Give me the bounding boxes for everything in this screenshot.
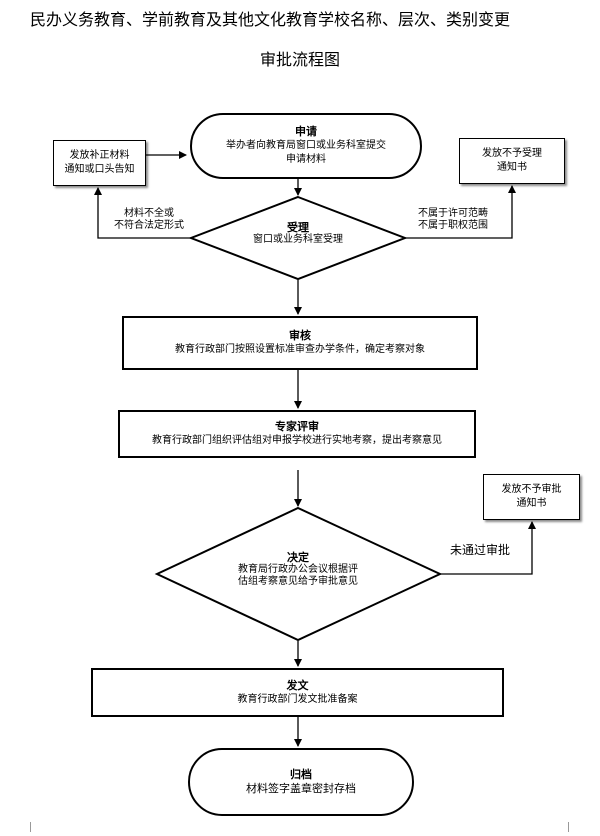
decision-text-line1: 教育局行政办公会议根据评 xyxy=(238,564,358,575)
apply-text: 举办者向教育局窗口或业务科室提交申请材料 xyxy=(226,140,386,165)
document-title-line2: 审批流程图 xyxy=(259,50,340,69)
accept-diamond xyxy=(188,195,408,281)
not-approved-edge-label: 未通过审批 xyxy=(449,543,510,557)
supplement-line2: 通知或口头告知 xyxy=(64,164,135,175)
archive-text: 材料签字盖章密封存档 xyxy=(246,782,356,795)
issue-title: 发文 xyxy=(286,678,309,692)
issue-text: 教育行政部门发文批准备案 xyxy=(237,693,358,705)
decision-text-line2: 估组考察意见给予审批意见 xyxy=(238,576,358,587)
arrow-accept-to-supplement xyxy=(94,187,191,239)
incomplete-line1: 材料不全或 xyxy=(124,208,174,219)
review-title: 审核 xyxy=(289,329,311,342)
not-approved-notice-box: 发放不予审批 通知书 xyxy=(483,474,580,520)
review-node: 审核 教育行政部门按照设置标准审查办学条件，确定考察对象 xyxy=(122,316,478,370)
arrow-decision-to-not-approved xyxy=(440,521,536,575)
archive-title: 归档 xyxy=(290,768,312,781)
supplement-line1: 发放补正材料 xyxy=(69,150,130,161)
archive-node: 归档 材料签字盖章密封存档 xyxy=(188,748,414,816)
not-accepted-notice-box: 发放不予受理 通知书 xyxy=(459,138,565,184)
not-accepted-line2: 通知书 xyxy=(497,162,527,173)
supplement-notice-box: 发放补正材料 通知或口头告知 xyxy=(53,140,146,186)
expert-title: 专家评审 xyxy=(275,420,319,433)
arrow-accept-to-not-accepted xyxy=(405,185,516,239)
decision-diamond xyxy=(154,506,443,642)
not-approved-line2: 通知书 xyxy=(516,498,547,509)
expert-review-node: 专家评审 教育行政部门组织评估组对申报学校进行实地考察，提出考察意见 xyxy=(118,410,476,458)
decision-title: 决定 xyxy=(287,551,309,564)
accept-label: 受理 窗口或业务科室受理 xyxy=(228,222,368,246)
page-corner-mark-right xyxy=(568,822,579,832)
issue-node: 发文 教育行政部门发文批准备案 xyxy=(91,668,504,717)
not-accepted-line1: 发放不予受理 xyxy=(482,148,542,159)
out-of-scope-label: 不属于许可范畴 不属于职权范围 xyxy=(408,208,498,232)
out-of-scope-line2: 不属于职权范围 xyxy=(418,220,488,231)
incomplete-label: 材料不全或 不符合法定形式 xyxy=(104,208,194,232)
apply-node: 申请 举办者向教育局窗口或业务科室提交申请材料 xyxy=(190,113,422,179)
apply-title: 申请 xyxy=(295,125,317,138)
incomplete-line2: 不符合法定形式 xyxy=(114,220,184,231)
page-corner-mark-left xyxy=(20,822,31,832)
not-approved-line1: 发放不予审批 xyxy=(501,484,562,495)
review-text: 教育行政部门按照设置标准审查办学条件，确定考察对象 xyxy=(175,344,425,355)
expert-text: 教育行政部门组织评估组对申报学校进行实地考察，提出考察意见 xyxy=(152,435,442,446)
document-title-line1: 民办义务教育、学前教育及其他文化教育学校名称、层次、类别变更 xyxy=(30,10,511,29)
out-of-scope-line1: 不属于许可范畴 xyxy=(418,208,488,219)
accept-text: 窗口或业务科室受理 xyxy=(253,234,343,245)
decision-label: 决定 教育局行政办公会议根据评 估组考察意见给予审批意见 xyxy=(218,552,378,588)
accept-title: 受理 xyxy=(287,221,309,234)
